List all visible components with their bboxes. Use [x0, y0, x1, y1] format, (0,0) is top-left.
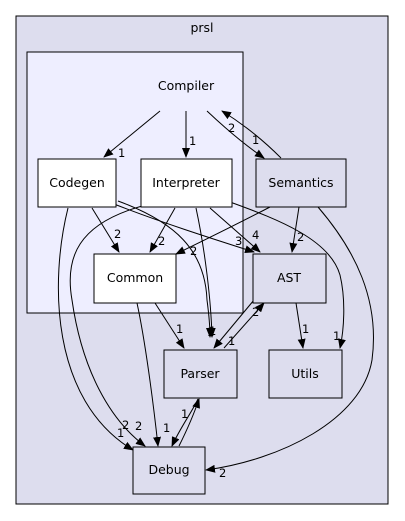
edge-labels: 1 1 1 2 2 3 1 1 2 4 1 2 1 2 2 2 1 2 1 1 … — [114, 121, 340, 480]
edge-compiler-semantics — [206, 110, 265, 159]
edge-label: 2 — [297, 230, 304, 244]
edge-label: 1 — [163, 421, 170, 435]
edges — [57, 110, 374, 473]
cluster-prsl-label: prsl — [190, 20, 213, 35]
edge-interpreter-common — [149, 207, 176, 253]
edge-label: 1 — [209, 324, 216, 338]
node-parser-label: Parser — [180, 366, 220, 381]
node-debug-label: Debug — [148, 462, 189, 477]
edge-label: 1 — [302, 322, 309, 336]
node-codegen-label: Codegen — [49, 175, 105, 190]
edge-semantics-debug — [205, 206, 374, 473]
edge-label: 2 — [114, 227, 121, 241]
node-utils[interactable]: Utils — [268, 349, 343, 399]
edge-interpreter-utils — [229, 201, 346, 349]
cluster-compiler-label: Compiler — [158, 78, 215, 93]
edge-label: 1 — [118, 146, 125, 160]
edge-label: 2 — [135, 419, 142, 433]
edge-label: 2 — [219, 466, 226, 480]
node-utils-label: Utils — [291, 366, 319, 381]
node-common-label: Common — [107, 270, 163, 285]
edge-label: 1 — [252, 133, 259, 147]
edge-label: 1 — [117, 426, 124, 440]
edge-codegen-common — [91, 207, 120, 253]
edge-interpreter-debug — [69, 203, 151, 447]
node-semantics-label: Semantics — [268, 175, 333, 190]
node-ast-label: AST — [277, 270, 301, 285]
edge-label: 1 — [181, 407, 188, 421]
edge-debug-parser — [178, 398, 200, 447]
edge-interpreter-parser — [195, 207, 216, 338]
edge-label: 2 — [158, 234, 165, 248]
node-interpreter[interactable]: Interpreter — [140, 158, 233, 208]
edge-codegen-parser — [117, 200, 214, 338]
node-common[interactable]: Common — [93, 253, 177, 304]
node-interpreter-label: Interpreter — [152, 175, 220, 190]
edge-label: 2 — [228, 121, 235, 135]
edge-interpreter-ast — [209, 207, 261, 253]
edge-semantics-common — [175, 206, 271, 255]
edge-label: 1 — [228, 334, 235, 348]
edge-ast-utils — [295, 302, 306, 349]
edge-label: 2 — [122, 418, 129, 432]
edge-common-parser — [154, 302, 185, 349]
node-parser[interactable]: Parser — [163, 349, 238, 399]
edge-label: 2 — [190, 244, 197, 258]
edge-label: 3 — [235, 234, 242, 248]
edge-label: 4 — [252, 228, 259, 242]
edge-label: 1 — [176, 322, 183, 336]
edge-label: 1 — [333, 329, 340, 343]
edge-compiler-codegen — [103, 110, 161, 158]
edge-semantics-compiler — [221, 110, 282, 159]
edge-label: 2 — [252, 305, 259, 319]
node-ast[interactable]: AST — [252, 253, 327, 304]
edge-semantics-ast — [289, 206, 300, 253]
edge-common-debug — [136, 302, 162, 447]
edge-label: 1 — [207, 325, 214, 339]
node-debug[interactable]: Debug — [132, 446, 206, 495]
edge-codegen-debug — [57, 207, 134, 451]
edge-parser-ast — [223, 302, 265, 349]
edge-ast-parser — [213, 299, 255, 349]
node-semantics[interactable]: Semantics — [255, 158, 347, 208]
node-codegen[interactable]: Codegen — [37, 158, 117, 208]
edge-label: 1 — [189, 134, 196, 148]
